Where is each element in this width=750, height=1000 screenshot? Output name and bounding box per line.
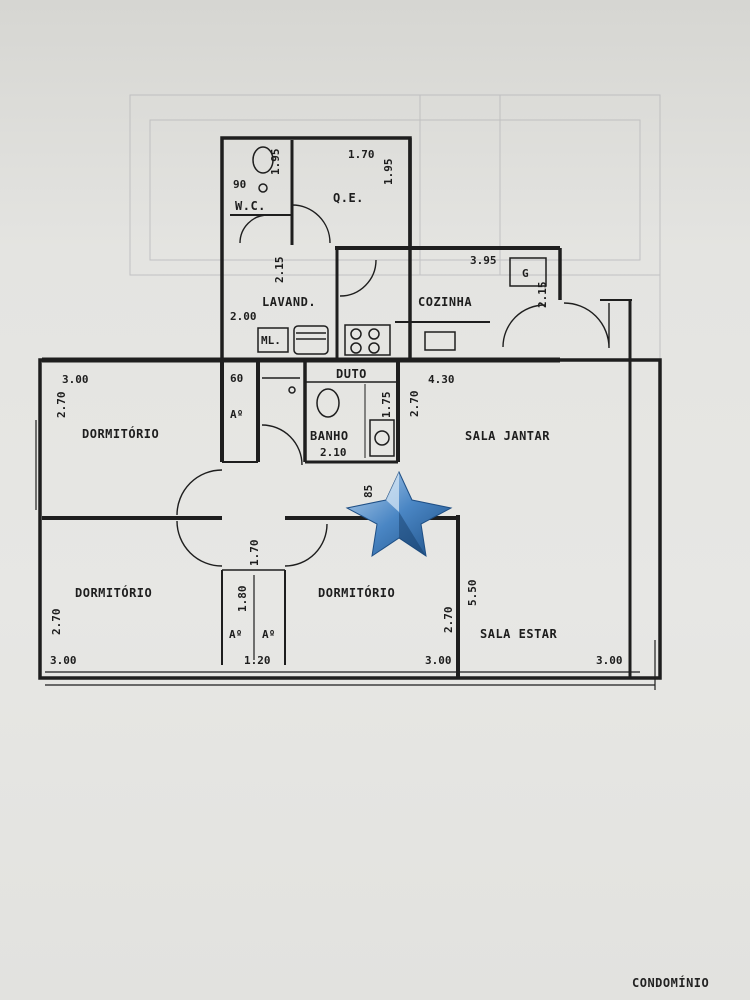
label-armario-2: Aº <box>229 628 242 641</box>
door-wc <box>239 214 269 244</box>
label-duto: DUTO <box>336 367 367 381</box>
door-banho <box>261 424 303 466</box>
dim-armario-width: 1.20 <box>244 654 271 667</box>
dimension-labels: 90 1.95 1.70 1.95 2.15 2.00 3.95 2.15 3.… <box>50 148 623 667</box>
wc-sink <box>258 183 268 193</box>
label-banho: BANHO <box>310 429 349 443</box>
door-dorm2 <box>176 520 223 567</box>
dim-sala-jantar-depth: 2.70 <box>408 391 421 418</box>
door-dorm1 <box>176 469 223 516</box>
dim-qe-width: 1.70 <box>348 148 375 161</box>
dim-dorm2-width: 3.00 <box>50 654 77 667</box>
label-cozinha: COZINHA <box>418 295 472 309</box>
fixtures <box>252 146 547 458</box>
door-swings <box>176 204 610 567</box>
dim-corridor-depth: 1.70 <box>248 540 261 567</box>
tank <box>293 325 329 355</box>
dim-cozinha-width: 3.95 <box>470 254 497 267</box>
door-service-exterior <box>563 302 610 349</box>
dim-wc-width: 90 <box>233 178 246 191</box>
burner-1 <box>350 328 362 340</box>
door-qe <box>291 204 331 244</box>
fridge-g <box>509 257 547 287</box>
stove <box>344 324 391 356</box>
burner-2 <box>368 328 380 340</box>
label-armario-1: Aº <box>230 408 243 421</box>
wc-toilet <box>252 146 274 174</box>
star-watermark-icon <box>345 470 453 558</box>
dim-armario-depth: 1.80 <box>236 586 249 613</box>
burner-4 <box>368 342 380 354</box>
dim-closet-width: 60 <box>230 372 243 385</box>
fixture-labels: ML. G Aº Aº Aº <box>229 267 529 641</box>
footer-condominio: CONDOMÍNIO <box>632 976 710 990</box>
dim-hall-width: 85 <box>362 485 375 498</box>
banho-sink <box>369 419 395 457</box>
windows <box>35 420 656 690</box>
room-labels: W.C. Q.E. LAVAND. COZINHA DUTO BANHO SAL… <box>75 191 558 641</box>
dim-sala-estar-width: 3.00 <box>596 654 623 667</box>
dim-cozinha-depth: 2.15 <box>536 282 549 309</box>
dim-lavand-depth: 2.15 <box>273 257 286 284</box>
dim-qe-depth: 1.95 <box>382 159 395 186</box>
door-dorm3 <box>284 523 328 567</box>
label-sala-jantar: SALA JANTAR <box>465 429 550 443</box>
label-armario-3: Aº <box>262 628 275 641</box>
dim-dorm1-depth: 2.70 <box>55 392 68 419</box>
label-dormitorio-1: DORMITÓRIO <box>82 426 159 441</box>
dim-lavand-width: 2.00 <box>230 310 257 323</box>
label-ml: ML. <box>261 334 281 347</box>
walls <box>38 136 662 680</box>
dim-banho-width: 2.10 <box>320 446 347 459</box>
dim-wc-depth: 1.95 <box>269 149 282 176</box>
banho-toilet <box>316 388 340 418</box>
dim-duto-depth: 1.75 <box>380 392 393 419</box>
label-wc: W.C. <box>235 199 266 213</box>
door-lavand <box>339 259 377 297</box>
door-cozinha-service <box>502 304 546 348</box>
dim-dorm2-depth: 2.70 <box>50 609 63 636</box>
label-g: G <box>522 267 529 280</box>
dim-dorm1-width: 3.00 <box>62 373 89 386</box>
kitchen-sink <box>424 331 456 351</box>
dim-sala-jantar-width: 4.30 <box>428 373 455 386</box>
label-dormitorio-3: DORMITÓRIO <box>318 585 395 600</box>
label-sala-estar: SALA ESTAR <box>480 627 558 641</box>
machine-ml <box>257 327 289 353</box>
dim-sala-estar-depth: 5.50 <box>466 580 479 607</box>
dim-dorm3-width: 3.00 <box>425 654 452 667</box>
label-qe: Q.E. <box>333 191 364 205</box>
burner-3 <box>350 342 362 354</box>
label-dormitorio-2: DORMITÓRIO <box>75 585 152 600</box>
dim-dorm3-depth: 2.70 <box>442 607 455 634</box>
label-lavand: LAVAND. <box>262 295 316 309</box>
